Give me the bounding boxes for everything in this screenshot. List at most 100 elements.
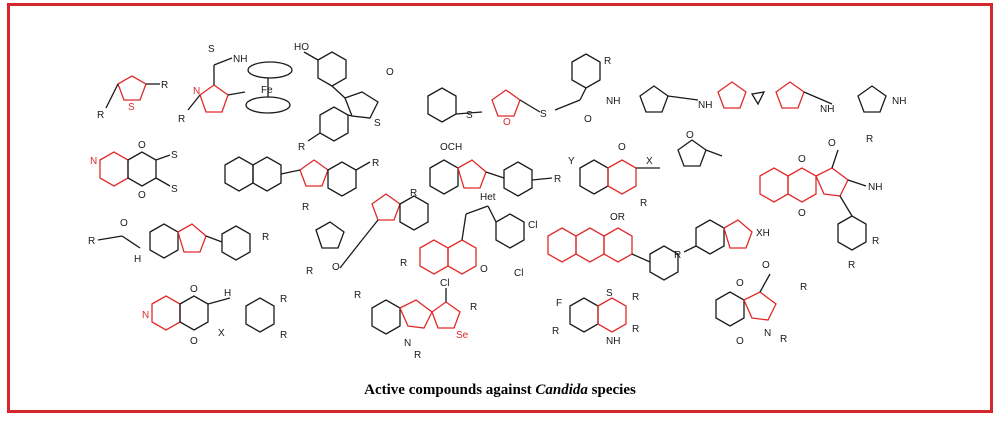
structure-tetrahydronaphthyl-benzimidazole: R R xyxy=(224,156,379,213)
label-cl: Cl xyxy=(514,268,523,279)
label-o: O xyxy=(828,138,836,149)
label-nh2: NH xyxy=(868,182,882,193)
label-r: R xyxy=(554,174,561,185)
structure-bis-thiadiazole: NH NH NH NH xyxy=(606,81,906,115)
label-cl: Cl xyxy=(440,278,449,289)
label-n: N xyxy=(90,156,97,167)
structure-pyranoquinoline: OR xyxy=(547,212,679,281)
label-o: O xyxy=(618,142,626,153)
label-r: R xyxy=(280,330,287,341)
label-or: OR xyxy=(610,212,625,223)
label-r: R xyxy=(604,56,611,67)
label-x: X xyxy=(646,156,653,167)
label-o: O xyxy=(332,262,340,273)
label-nh2: NH xyxy=(892,96,906,107)
label-y: Y xyxy=(568,156,575,167)
label-h: H xyxy=(134,254,141,265)
label-o: O xyxy=(736,336,744,347)
label-s: S xyxy=(171,184,178,195)
label-o: O xyxy=(190,336,198,347)
structure-quinazolinone-pyrazolone: Y O X R O xyxy=(568,130,723,209)
structure-phthalazinedione: N O O H X R R xyxy=(142,284,287,347)
caption-suffix: species xyxy=(591,382,636,398)
label-s: S xyxy=(606,288,613,299)
structure-benzoxazole-amide: R O H R xyxy=(88,218,269,265)
label-s: S xyxy=(128,102,135,113)
label-h: H xyxy=(224,288,231,299)
structure-thiazolidinone: HO O S R xyxy=(294,42,394,153)
label-r: R xyxy=(372,158,379,169)
label-r: R xyxy=(354,290,361,301)
label-r: R xyxy=(178,114,185,125)
label-s: S xyxy=(171,150,178,161)
label-r: R xyxy=(552,326,559,337)
label-r: R xyxy=(298,142,305,153)
structure-quinazolinedione: N O O S S xyxy=(90,140,178,201)
label-het: Het xyxy=(480,192,496,203)
label-se: Se xyxy=(456,330,469,341)
label-r: R xyxy=(632,324,639,335)
label-r: R xyxy=(306,266,313,277)
label-r: R xyxy=(161,80,168,91)
structure-coumarin-het: Het Cl Cl R O xyxy=(400,192,537,279)
label-s: S xyxy=(466,110,473,121)
structure-benzothiazine: F R S NH R R xyxy=(552,288,639,347)
label-ho: HO xyxy=(294,42,309,53)
structure-pyrroloquinoline: O O O R NH R R xyxy=(759,134,882,271)
label-r: R xyxy=(414,350,421,361)
structure-benzoxazole-methoxy: OCH R R xyxy=(410,142,561,199)
label-n: N xyxy=(193,86,200,97)
label-n: N xyxy=(764,328,771,339)
label-o: O xyxy=(138,190,146,201)
label-r: R xyxy=(97,110,104,121)
label-s: S xyxy=(374,118,381,129)
label-o: O xyxy=(798,208,806,219)
label-n: N xyxy=(142,310,149,321)
label-o: O xyxy=(120,218,128,229)
label-och3: OCH xyxy=(440,142,462,153)
structure-furyl-imidazole: O R xyxy=(306,193,429,277)
structure-thiophene: R R S xyxy=(97,75,168,121)
caption-prefix: Active compounds against xyxy=(364,382,532,398)
label-o: O xyxy=(686,130,694,141)
label-r: R xyxy=(800,282,807,293)
structure-benzothiazole: R XH xyxy=(674,219,770,261)
label-r: R xyxy=(302,202,309,213)
label-o: O xyxy=(190,284,198,295)
structure-pyrimidine-oxadiazole: S S O R O xyxy=(427,53,611,128)
label-o: O xyxy=(736,278,744,289)
label-r: R xyxy=(780,334,787,345)
label-xh: XH xyxy=(756,228,770,239)
label-nh: NH xyxy=(698,100,712,111)
label-r: R xyxy=(640,198,647,209)
label-o: O xyxy=(762,260,770,271)
label-nh2: NH xyxy=(606,96,620,107)
label-r: R xyxy=(88,236,95,247)
label-nh: NH xyxy=(606,336,620,347)
label-n: N xyxy=(404,338,411,349)
label-x: X xyxy=(218,328,225,339)
label-r: R xyxy=(872,236,879,247)
structure-indolequinone: O O O R N R xyxy=(715,260,807,347)
label-o: O xyxy=(798,154,806,165)
label-o: O xyxy=(480,264,488,275)
label-nh2: NH xyxy=(233,54,247,65)
label-r: R xyxy=(632,292,639,303)
structure-selenophenoindole: R Cl R Se N R xyxy=(354,278,477,361)
label-r: R xyxy=(470,302,477,313)
caption-genus: Candida xyxy=(535,382,588,398)
label-r: R xyxy=(280,294,287,305)
figure-caption: Active compounds against Candida species xyxy=(0,382,1000,399)
label-nh: NH xyxy=(820,104,834,115)
label-r: R xyxy=(262,232,269,243)
label-r: R xyxy=(866,134,873,145)
label-f: F xyxy=(556,298,562,309)
label-o: O xyxy=(584,114,592,125)
label-r: R xyxy=(400,258,407,269)
figure-border xyxy=(7,3,993,413)
label-o: O xyxy=(503,117,511,128)
label-fe: Fe xyxy=(261,85,273,96)
label-r: R xyxy=(848,260,855,271)
label-r: R xyxy=(410,188,417,199)
